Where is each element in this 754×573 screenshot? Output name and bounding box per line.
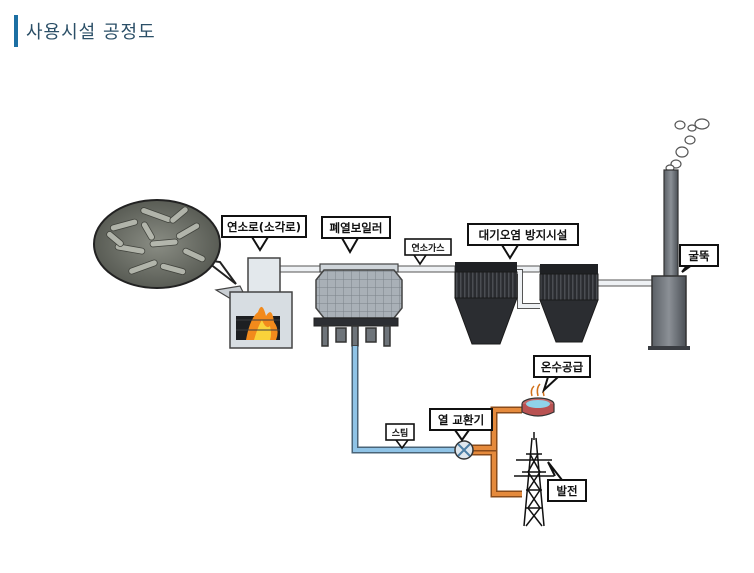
label-power-generation: 발전 — [547, 461, 587, 502]
label-air-pollution-control-text: 대기오염 방지시설 — [479, 228, 568, 242]
hot-water-pipe — [470, 406, 522, 498]
waste-heat-boiler — [313, 263, 403, 347]
label-chimney-text: 굴뚝 — [688, 249, 710, 263]
label-waste-boiler-text: 폐열보일러 — [330, 221, 383, 235]
label-steam: 스팀 — [385, 423, 415, 450]
power-tower-icon — [514, 432, 554, 527]
label-hot-water-supply-text: 온수공급 — [541, 360, 584, 374]
steam-pipe — [351, 346, 460, 454]
hot-water-tub-icon — [521, 383, 555, 417]
air-pollution-control-unit-1 — [454, 262, 518, 345]
incinerator — [214, 257, 293, 349]
label-hot-water-supply: 온수공급 — [533, 355, 591, 394]
page-header: 사용시설 공정도 — [14, 15, 156, 47]
label-waste-boiler: 폐열보일러 — [321, 216, 391, 255]
heat-exchanger-icon — [454, 440, 474, 460]
label-steam-text: 스팀 — [392, 427, 409, 439]
page-title: 사용시설 공정도 — [26, 22, 156, 43]
label-heat-exchanger: 열 교환기 — [429, 408, 493, 442]
label-power-generation-text: 발전 — [556, 484, 577, 498]
air-pollution-control-unit-2 — [539, 264, 599, 343]
label-heat-exchanger-text: 열 교환기 — [438, 413, 484, 427]
wood-fuel-bubble — [93, 199, 237, 289]
label-air-pollution-control: 대기오염 방지시설 — [467, 223, 579, 260]
label-incinerator: 연소로(소각로) — [221, 215, 307, 252]
label-flue-gas-text: 연소가스 — [411, 242, 445, 254]
chimney — [648, 118, 710, 350]
title-accent-bar — [14, 15, 18, 47]
label-chimney: 굴뚝 — [679, 244, 719, 273]
label-incinerator-text: 연소로(소각로) — [227, 220, 301, 234]
label-flue-gas: 연소가스 — [404, 238, 452, 266]
